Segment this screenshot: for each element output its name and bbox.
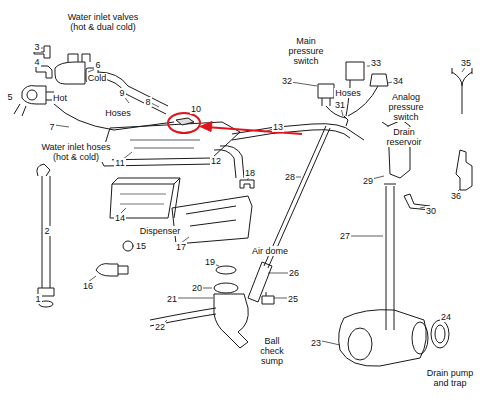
drain-pump [339,310,427,367]
fitting-35 [452,68,472,114]
inlet-hose [37,164,54,296]
part-label: Drain pump and trap [419,368,481,388]
callout-number: 28 [284,172,296,182]
callout-number: 18 [244,168,256,178]
part-label: Hot [52,93,68,103]
leader-lines [39,48,466,345]
hose-13 [232,124,364,140]
part-10 [176,118,194,125]
callout-number: 27 [339,231,351,241]
callout-number: 1 [34,294,41,304]
callout-number: 19 [204,257,216,267]
callout-number: 30 [425,206,437,216]
callout-number: 10 [190,104,202,114]
callout-number: 12 [210,156,222,166]
callout-number: 25 [287,294,299,304]
callout-number: 24 [440,312,452,322]
bracket-36 [456,150,472,190]
highlight-circle [168,113,200,133]
highlight-arrow [206,127,302,134]
tube-27 [384,184,396,330]
switch-hoses [326,86,378,118]
callout-number: 4 [33,57,40,67]
clip-25 [262,292,274,304]
callout-number: 35 [460,58,472,68]
part-label: Analog pressure switch [377,92,435,122]
part-label: Water inlet valves (hot & dual cold) [63,12,143,32]
part-label: Air dome [251,246,289,256]
fitting-16 [96,264,128,276]
inlet-valves [14,46,168,116]
callout-number: 8 [144,97,151,107]
part-label: Drain reservoir [375,127,433,147]
hose-7 [54,104,174,130]
callout-number: 13 [272,122,284,132]
callout-number: 34 [392,76,404,86]
callout-number: 14 [114,213,126,223]
callout-number: 5 [6,92,13,102]
callout-number: 29 [362,176,374,186]
main-pressure-switch [318,84,334,106]
callout-number: 33 [370,58,382,68]
callout-number: 16 [82,281,94,291]
callout-number: 11 [114,158,125,168]
bracket-18 [240,180,254,188]
part-label: Ball check sump [251,336,293,366]
callout-number: 31 [334,100,346,110]
callout-number: 2 [43,226,50,236]
switch-33 [346,62,364,86]
callout-number: 3 [33,42,40,52]
callout-number: 20 [191,283,203,293]
callout-number: 9 [118,88,125,98]
part-label: Main pressure switch [281,36,331,66]
callout-number: 32 [281,76,293,86]
callout-number: 17 [175,242,187,252]
part-label: Hoses [104,108,132,118]
callout-number: 22 [154,322,166,332]
part-label: Water inlet hoses (hot & cold) [40,142,112,162]
callout-number: 21 [166,294,178,304]
callout-number: 15 [135,241,147,251]
callout-number: 6 [94,60,101,70]
dispenser-housing [172,196,252,244]
part-label: Hoses [334,88,362,98]
part-label: Dispenser [139,226,182,236]
part-label: Cold [87,73,108,83]
callout-number: 23 [310,338,322,348]
dispenser-drawer [110,178,180,218]
switch-34 [370,74,388,86]
callout-number: 7 [48,122,55,132]
callout-number: 36 [450,191,462,201]
sump [214,294,248,348]
callout-number: 26 [288,268,300,278]
